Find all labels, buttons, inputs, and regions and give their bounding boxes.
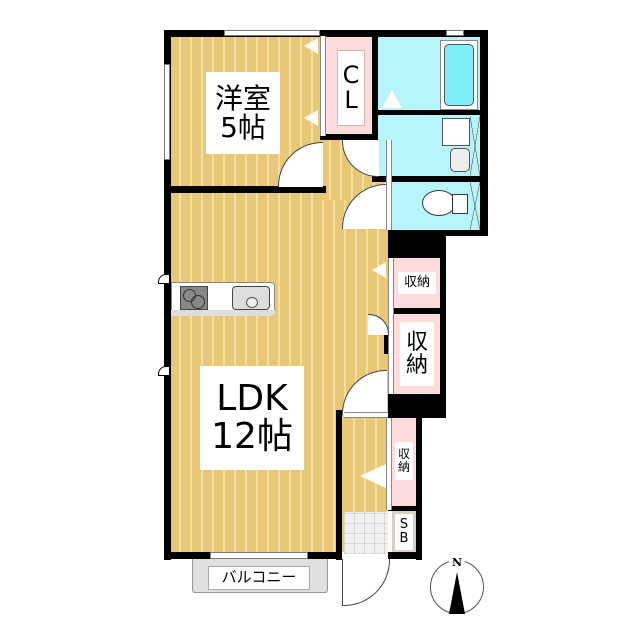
- storage-small-label: 収納: [398, 272, 436, 294]
- wall-western-bottom: [164, 186, 326, 193]
- storage-small-door-icon: [372, 262, 386, 278]
- compass-north-label: N: [449, 556, 465, 569]
- storage-large-label: 収 納: [400, 322, 434, 386]
- wall-storage-right: [440, 230, 446, 402]
- toilet-bowl: [422, 190, 456, 216]
- closet-door-icon-bottom: [304, 110, 318, 126]
- window-balcony: [210, 552, 308, 559]
- storage-door-rail: [388, 258, 394, 394]
- window-left-western: [164, 64, 170, 160]
- wall-left: [164, 30, 171, 560]
- bathroom-door-icon: [382, 90, 402, 108]
- wall-ldk-entry: [336, 410, 342, 560]
- western-room-label: 洋室 5帖: [206, 72, 280, 154]
- bathtub: [440, 40, 478, 110]
- wall-closet-bottom: [320, 134, 378, 140]
- outlet-left-2: [158, 366, 170, 376]
- wall-wash-bottom: [372, 176, 488, 182]
- entrance-tile: [344, 512, 388, 554]
- cross-brace-wash: [470, 116, 480, 176]
- wall-storage-divider: [388, 308, 446, 314]
- toilet-tank: [452, 194, 468, 214]
- storage-entry-door-rail: [386, 418, 392, 510]
- washing-machine-space: [442, 118, 470, 146]
- cross-brace-toilet: [470, 182, 480, 230]
- outlet-left-1: [158, 274, 170, 284]
- wall-bath-bottom: [378, 110, 480, 115]
- front-door[interactable]: [342, 559, 390, 606]
- stove-icon: [180, 286, 208, 310]
- balcony-label: バルコニー: [208, 566, 310, 590]
- bathtub-basin: [444, 44, 474, 106]
- wall-entry-right: [416, 396, 422, 560]
- compass-north-arrow-icon: [449, 572, 465, 614]
- sink-icon: [232, 286, 270, 310]
- ldk-label: LDK 12帖: [200, 366, 304, 470]
- wall-dark-block: [388, 230, 446, 258]
- toilet-door-rail: [386, 140, 392, 230]
- wall-bath-right: [480, 30, 488, 236]
- wall-sb-top: [388, 506, 418, 511]
- closet-door-rail: [320, 36, 326, 136]
- wall-hall-stub: [384, 334, 390, 354]
- kitchen-counter-edge: [171, 310, 275, 316]
- wall-top-bath: [372, 30, 488, 37]
- window-top-western: [224, 30, 320, 36]
- closet-door-icon-top: [304, 38, 318, 54]
- storage-entry-label: 収 納: [395, 442, 413, 480]
- wash-basin: [450, 148, 470, 172]
- storage-entry-door-icon: [360, 464, 386, 488]
- entrance-tile-grid: [344, 512, 388, 554]
- window-bath: [446, 30, 464, 36]
- wall-bottom-entry: [388, 552, 422, 559]
- entry-hall-door-rail: [344, 412, 388, 418]
- shoe-box-label: S B: [395, 514, 413, 550]
- wall-closet-right: [372, 30, 378, 140]
- closet-label: C L: [337, 50, 365, 126]
